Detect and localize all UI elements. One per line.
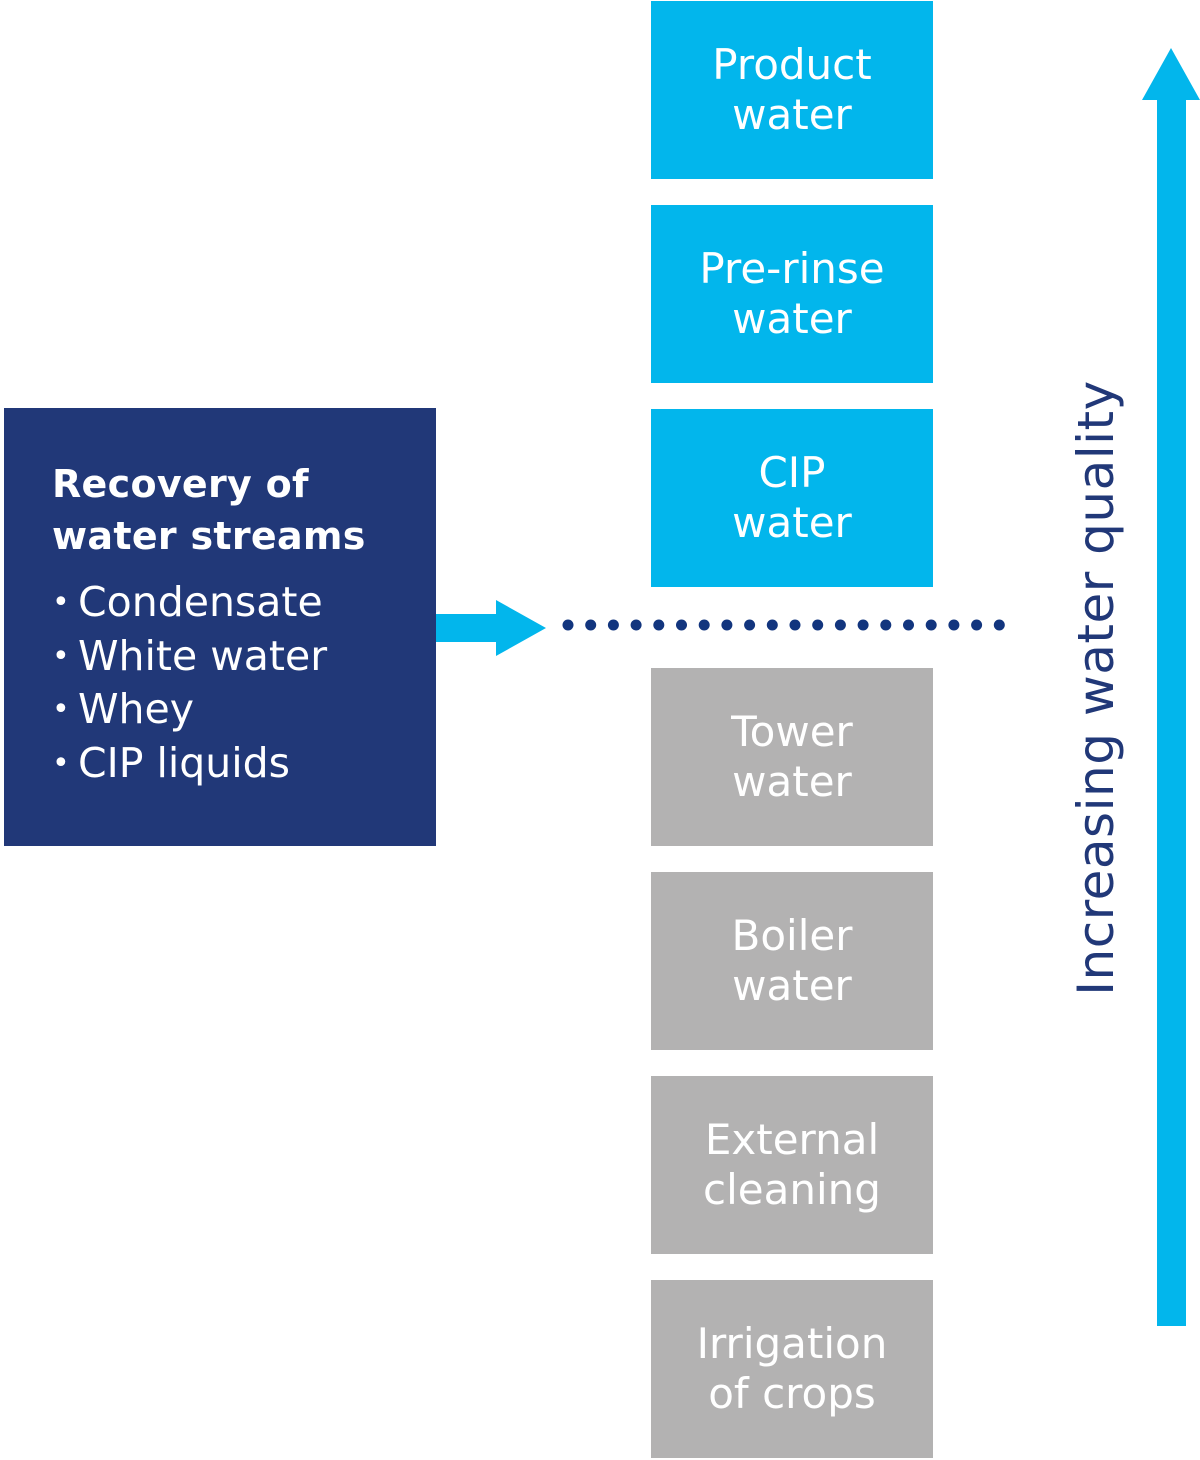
threshold-dot xyxy=(903,619,914,631)
threshold-dot xyxy=(834,619,846,631)
threshold-dot xyxy=(880,619,892,631)
threshold-dot xyxy=(812,619,824,631)
quality-threshold-dotted-line xyxy=(562,619,1005,631)
source-title-line2: water streams xyxy=(52,514,366,558)
threshold-dot xyxy=(925,619,937,631)
threshold-dot xyxy=(607,619,619,631)
threshold-dot xyxy=(698,619,710,631)
threshold-dot xyxy=(948,619,960,631)
threshold-dot xyxy=(766,619,778,631)
threshold-dot xyxy=(971,619,983,631)
threshold-dot xyxy=(630,619,642,631)
bullet-icon: • xyxy=(52,692,70,727)
up-arrow-icon xyxy=(1142,48,1200,1326)
source-title-line1: Recovery of xyxy=(52,462,309,506)
list-item-white-water: •White water xyxy=(52,630,436,684)
list-item-cip-liquids: •CIP liquids xyxy=(52,737,436,791)
bullet-icon: • xyxy=(52,638,70,674)
threshold-dot xyxy=(857,619,869,631)
axis-label-water-quality: Increasing water quality xyxy=(1067,380,1125,996)
source-title: Recovery of water streams xyxy=(52,458,436,562)
threshold-dot xyxy=(562,619,574,631)
bullet-icon: • xyxy=(52,585,70,620)
threshold-dot xyxy=(653,619,665,631)
right-arrow-icon xyxy=(436,600,546,656)
water-recovery-box: Recovery of water streams •Condensate •W… xyxy=(4,408,436,846)
bullet-icon: • xyxy=(52,745,70,781)
threshold-dot xyxy=(676,619,687,631)
list-item-whey: •Whey xyxy=(52,683,436,737)
threshold-dot xyxy=(744,619,756,631)
list-item-condensate: •Condensate xyxy=(52,576,436,630)
threshold-dot xyxy=(789,619,801,631)
threshold-dot xyxy=(993,619,1005,631)
threshold-dot xyxy=(585,619,597,631)
water-stream-list: •Condensate •White water •Whey •CIP liqu… xyxy=(52,576,436,790)
threshold-dot xyxy=(721,619,733,631)
